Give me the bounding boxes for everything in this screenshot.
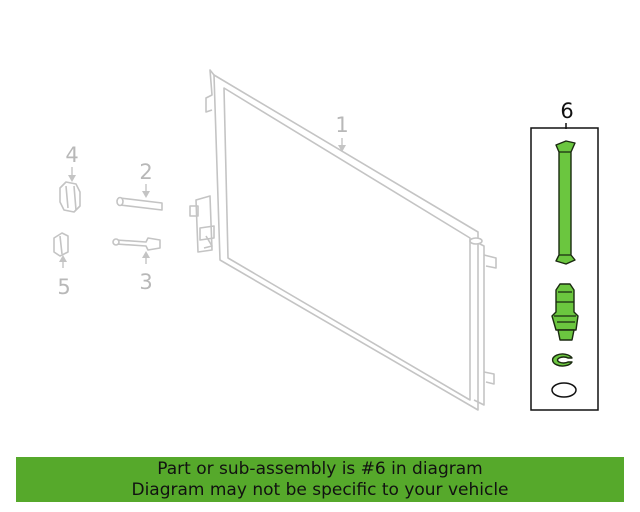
callout-1-label: 1 (335, 113, 348, 137)
callout-2-label: 2 (139, 160, 152, 184)
callout-6-box (530, 127, 599, 411)
filter-plug (551, 283, 579, 341)
callout-6-label: 6 (560, 99, 573, 123)
parts-diagram: 1 4 5 2 3 6 (53, 69, 599, 411)
banner-line-2: Diagram may not be specific to your vehi… (131, 480, 509, 500)
banner-line-1: Part or sub-assembly is #6 in diagram (157, 459, 483, 479)
callout-5-label: 5 (57, 275, 70, 299)
info-banner: Part or sub-assembly is #6 in diagram Di… (16, 457, 624, 502)
callout-3-label: 3 (139, 270, 152, 294)
condenser-part (189, 69, 497, 411)
snap-ring (551, 353, 573, 367)
callout-1: 1 (335, 113, 349, 152)
clip-part: 5 (53, 232, 71, 299)
callout-4-label: 4 (65, 143, 78, 167)
dryer-kit-part: 6 (530, 99, 599, 411)
o-ring (551, 382, 577, 398)
nut-part: 4 (59, 143, 81, 213)
pin-part: 2 (116, 160, 163, 211)
bolt-part: 3 (112, 237, 161, 294)
desiccant-bag (555, 140, 576, 265)
